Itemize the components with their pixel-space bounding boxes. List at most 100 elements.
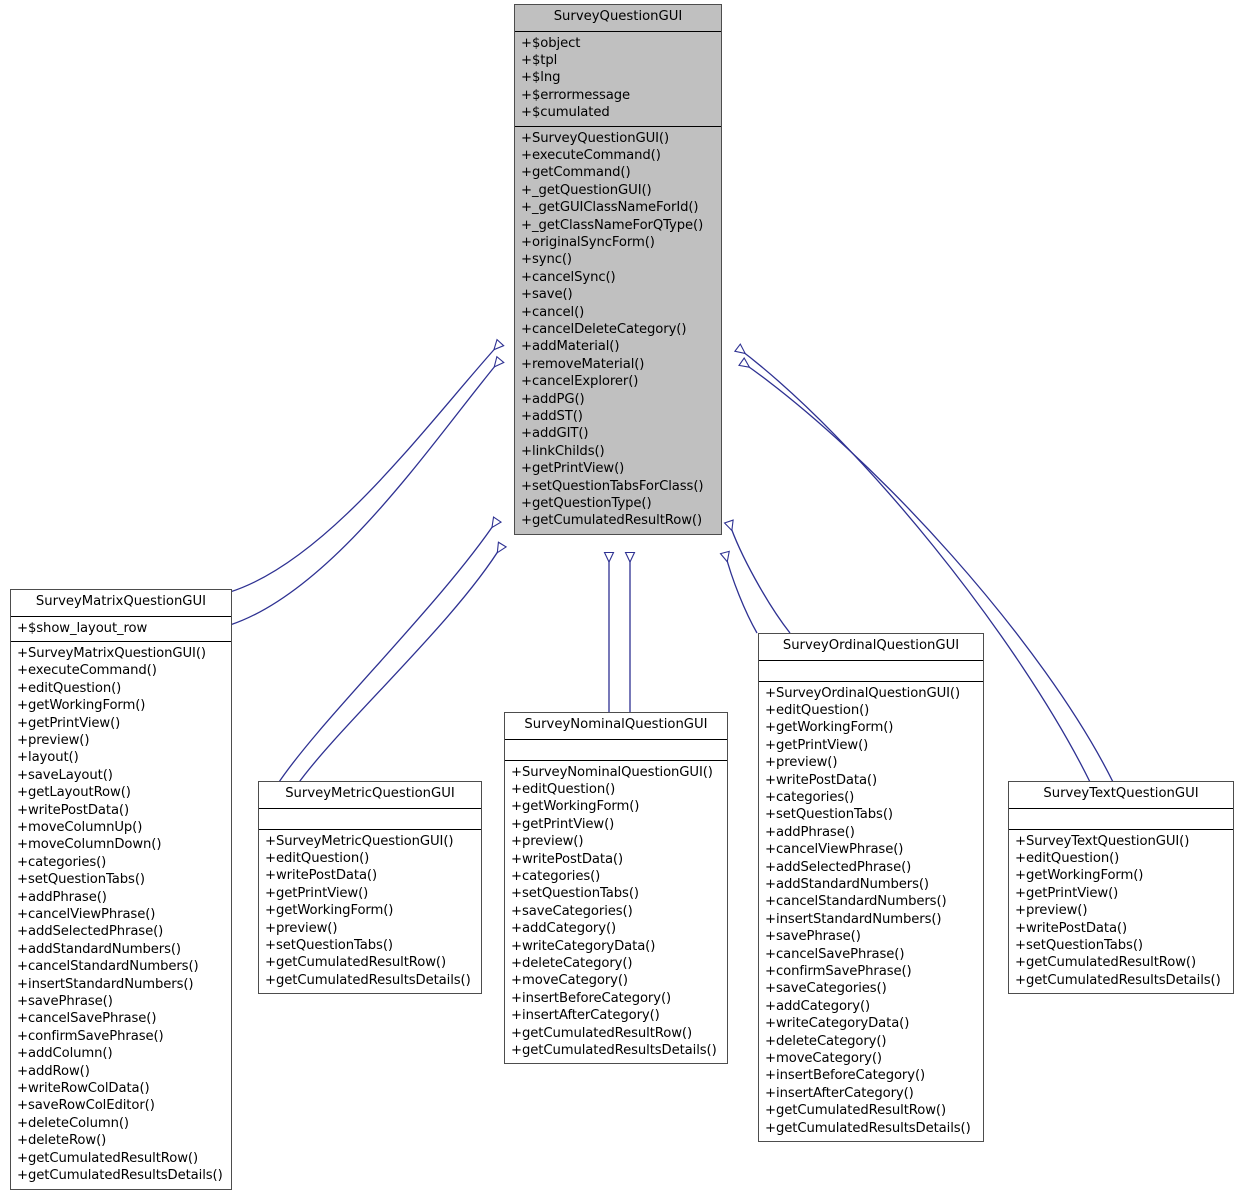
visibility-marker: + [17,767,28,783]
class-member: +addCategory() [511,921,617,937]
class-member: +getCommand() [521,165,631,181]
class-member: +getPrintView() [521,461,625,477]
class-member: +getCumulatedResultRow() [765,1103,946,1119]
visibility-marker: + [511,903,522,919]
class-member: +addStandardNumbers() [765,876,929,892]
class-member: +preview() [17,732,90,748]
class-box-surveynominalquestiongui[interactable]: SurveyNominalQuestionGUI +SurveyNominalQ… [504,712,728,1065]
class-member: +writeCategoryData() [765,1016,910,1032]
visibility-marker: + [17,732,28,748]
class-member: +SurveyOrdinalQuestionGUI() [765,685,961,701]
visibility-marker: + [17,976,28,992]
visibility-marker: + [765,1085,776,1101]
visibility-marker: + [17,1115,28,1131]
visibility-marker: + [765,876,776,892]
class-member: +getWorkingForm() [765,720,894,736]
class-title: SurveyNominalQuestionGUI [505,713,727,740]
visibility-marker: + [521,443,532,459]
class-member: +categories() [765,789,855,805]
class-member: +SurveyNominalQuestionGUI() [511,764,713,780]
visibility-marker: + [521,461,532,477]
visibility-marker: + [265,972,276,988]
class-member: +executeCommand() [17,663,157,679]
visibility-marker: + [17,620,28,636]
class-member: +_getClassNameForQType() [521,217,704,233]
visibility-marker: + [17,1046,28,1062]
class-member: +moveColumnDown() [17,837,162,853]
class-member: +deleteCategory() [511,955,633,971]
class-member: +addPG() [521,391,585,407]
visibility-marker: + [17,715,28,731]
visibility-marker: + [17,663,28,679]
class-member: +getCumulatedResultRow() [521,513,702,529]
visibility-marker: + [511,781,522,797]
class-member: +getCumulatedResultRow() [1015,955,1196,971]
class-box-surveyquestiongui[interactable]: SurveyQuestionGUI +$object+$tpl+$lng+$er… [514,4,722,535]
visibility-marker: + [1015,972,1026,988]
class-member: +preview() [265,920,338,936]
visibility-marker: + [265,833,276,849]
class-member: +getCumulatedResultRow() [17,1150,198,1166]
class-member: +cancelViewPhrase() [17,907,156,923]
class-member: +editQuestion() [765,702,870,718]
class-member: +getPrintView() [1015,885,1119,901]
visibility-marker: + [765,1120,776,1136]
class-attributes [505,740,727,761]
class-member: +editQuestion() [511,781,616,797]
class-member: +SurveyQuestionGUI() [521,130,670,146]
class-member: +_getQuestionGUI() [521,182,652,198]
class-member: +getCumulatedResultsDetails() [511,1043,717,1059]
class-attributes [1009,809,1233,830]
visibility-marker: + [765,824,776,840]
class-member: +linkChilds() [521,443,605,459]
class-member: +moveColumnUp() [17,819,143,835]
class-box-surveytextquestiongui[interactable]: SurveyTextQuestionGUI +SurveyTextQuestio… [1008,781,1234,995]
class-box-surveyordinalquestiongui[interactable]: SurveyOrdinalQuestionGUI +SurveyOrdinalQ… [758,633,984,1143]
visibility-marker: + [17,645,28,661]
class-member: +insertStandardNumbers() [17,976,194,992]
visibility-marker: + [765,998,776,1014]
class-methods: +SurveyTextQuestionGUI()+editQuestion()+… [1009,830,1233,994]
visibility-marker: + [265,868,276,884]
class-box-surveymatrixquestiongui[interactable]: SurveyMatrixQuestionGUI +$show_layout_ro… [10,589,232,1190]
class-member: +addGIT() [521,426,589,442]
class-member: +removeMaterial() [521,356,645,372]
class-member: +cancelDeleteCategory() [521,322,687,338]
class-member: +$lng [521,70,561,86]
visibility-marker: + [17,1098,28,1114]
visibility-marker: + [521,322,532,338]
class-member: +preview() [511,834,584,850]
class-member: +insertStandardNumbers() [765,911,942,927]
class-member: +addPhrase() [765,824,855,840]
edge-matrix-to-root-2 [229,360,500,626]
visibility-marker: + [765,755,776,771]
visibility-marker: + [521,200,532,216]
visibility-marker: + [17,680,28,696]
visibility-marker: + [521,269,532,285]
class-member: +setQuestionTabs() [1015,937,1143,953]
visibility-marker: + [521,513,532,529]
class-member: +layout() [17,750,79,766]
class-member: +setQuestionTabs() [511,886,639,902]
class-member: +insertBeforeCategory() [511,990,672,1006]
class-member: +writePostData() [17,802,130,818]
class-box-surveymetricquestiongui[interactable]: SurveyMetricQuestionGUI +SurveyMetricQue… [258,781,482,995]
visibility-marker: + [511,955,522,971]
visibility-marker: + [521,287,532,303]
class-member: +savePhrase() [765,929,861,945]
visibility-marker: + [511,1008,522,1024]
visibility-marker: + [521,182,532,198]
edge-ordinal-to-root [725,553,758,634]
class-member: +_getGUIClassNameForId() [521,200,699,216]
class-attributes [259,809,481,830]
visibility-marker: + [17,994,28,1010]
visibility-marker: + [765,720,776,736]
visibility-marker: + [511,973,522,989]
class-member: +writePostData() [765,772,878,788]
visibility-marker: + [765,1068,776,1084]
class-member: +addST() [521,409,583,425]
visibility-marker: + [765,807,776,823]
class-member: +editQuestion() [265,850,370,866]
class-member: +getPrintView() [17,715,121,731]
visibility-marker: + [265,955,276,971]
